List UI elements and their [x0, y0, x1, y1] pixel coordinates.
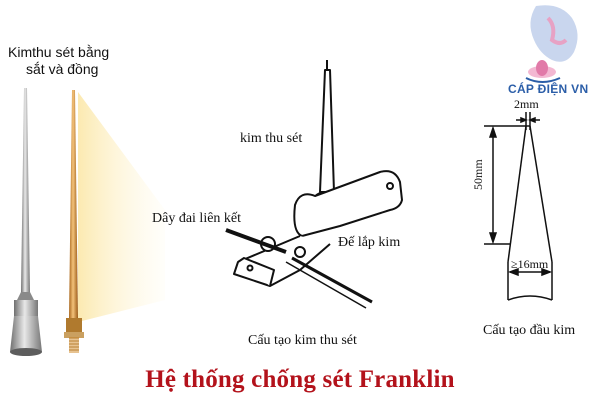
highlight-beam	[78, 92, 165, 322]
needle-label: kim thu sét	[240, 131, 303, 146]
air-terminal-drawing	[225, 60, 403, 309]
rod-materials-line-2: sắt và đồng	[26, 61, 99, 77]
steel-rod-image	[10, 88, 42, 356]
rod-materials-label: Kimthu sét bằng sắt và đồng	[8, 44, 109, 78]
height-label: 50mm	[471, 159, 485, 190]
rod-materials-line-1: Kimthu sét bằng	[8, 44, 110, 60]
tip-caption: Cấu tạo đầu kim	[483, 323, 576, 338]
copper-rod-image	[64, 90, 84, 353]
base-width-label: ≥16mm	[511, 257, 549, 271]
page-title: Hệ thống chống sét Franklin	[145, 366, 455, 393]
tip-dimension-drawing	[484, 112, 553, 301]
brand-name: CÁP ĐIỆN VN	[508, 82, 589, 96]
brand-logo	[525, 5, 578, 83]
base-label: Đế lắp kim	[338, 235, 401, 250]
terminal-caption: Cấu tạo kim thu sét	[248, 333, 357, 348]
tip-width-label: 2mm	[514, 97, 539, 111]
strap-label: Dây đai liên kết	[152, 211, 242, 226]
